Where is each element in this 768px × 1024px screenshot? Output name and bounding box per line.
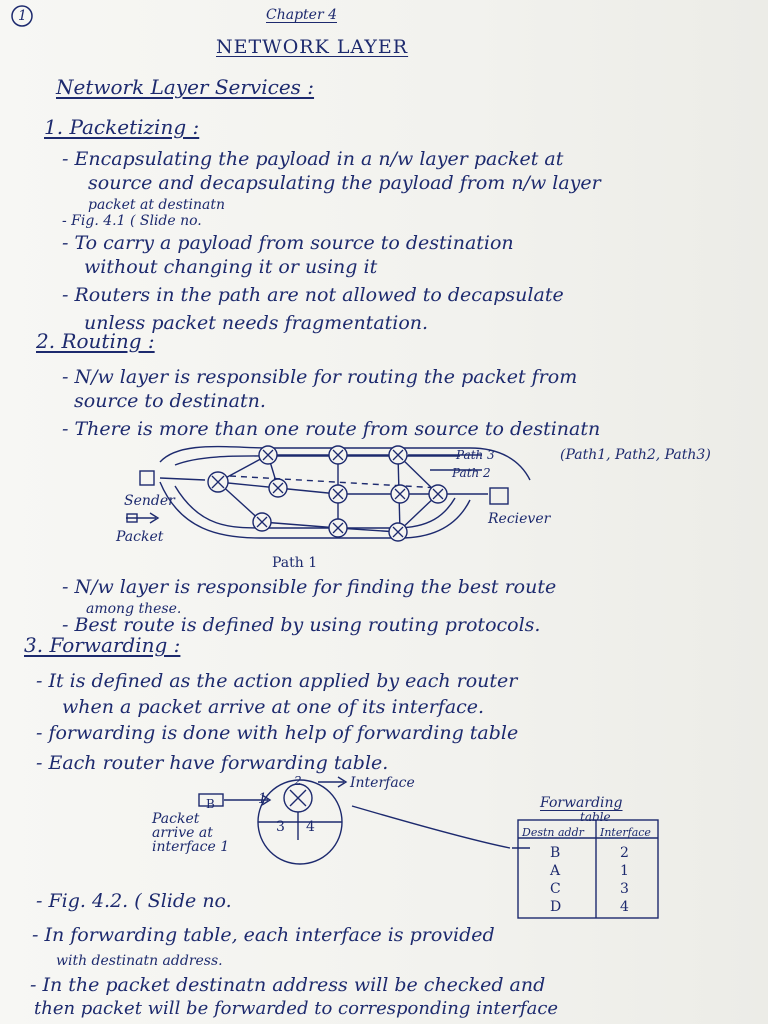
forwarding-heading: 3. Forwarding : xyxy=(24,633,181,657)
forwarding-after-3: with destinatn address. xyxy=(56,953,223,969)
forwarding-line-2: when a packet arrive at one of its inter… xyxy=(62,696,485,718)
packetizing-line-4: - Fig. 4.1 ( Slide no. xyxy=(62,213,202,229)
packetizing-heading: 1. Packetizing : xyxy=(44,115,200,139)
sender-label: Sender xyxy=(124,493,175,509)
packet-note-2: arrive at xyxy=(152,825,213,841)
packetizing-line-6: without changing it or using it xyxy=(84,256,378,278)
routing-line-2: source to destinatn. xyxy=(74,390,266,412)
packetizing-line-7: - Routers in the path are not allowed to… xyxy=(62,284,564,306)
routing-after-1: - N/w layer is responsible for finding t… xyxy=(62,576,557,598)
chapter-label: Chapter 4 xyxy=(266,7,337,23)
packet-note-1: Packet xyxy=(152,811,200,827)
packet-note-3: interface 1 xyxy=(152,839,230,855)
forwarding-after-1: - Fig. 4.2. ( Slide no. xyxy=(36,890,232,912)
page-number: 1 xyxy=(18,8,27,24)
table-row-3-dest: C xyxy=(550,881,561,897)
table-row-1-dest: B xyxy=(550,845,561,861)
packet-box-label: B xyxy=(206,797,215,811)
table-col-dest: Destn addr xyxy=(522,826,584,839)
forwarding-after-4: - In the packet destinatn address will b… xyxy=(30,974,546,996)
table-row-4-iface: 4 xyxy=(620,899,629,915)
routing-line-3: - There is more than one route from sour… xyxy=(62,418,601,440)
forwarding-after-2: - In forwarding table, each interface is… xyxy=(32,924,495,946)
forwarding-after-5: then packet will be forwarded to corresp… xyxy=(34,998,559,1019)
table-row-4-dest: D xyxy=(550,899,562,915)
port-2-label: 2 xyxy=(294,774,302,788)
table-row-3-iface: 3 xyxy=(620,881,629,897)
routing-line-1: - N/w layer is responsible for routing t… xyxy=(62,366,578,388)
path2-label: Path 2 xyxy=(452,466,491,480)
forwarding-line-1: - It is defined as the action applied by… xyxy=(36,670,518,692)
routing-heading: 2. Routing : xyxy=(36,329,155,353)
path1-label: Path 1 xyxy=(272,555,318,571)
interface-label: Interface xyxy=(350,775,415,791)
port-1-label: 1 xyxy=(258,791,267,807)
receiver-label: Reciever xyxy=(488,511,551,527)
table-row-2-iface: 1 xyxy=(620,863,629,879)
forwarding-line-4: - Each router have forwarding table. xyxy=(36,752,389,774)
table-title-1: Forwarding xyxy=(540,795,623,811)
packetizing-line-1: - Encapsulating the payload in a n/w lay… xyxy=(62,148,564,170)
port-3-label: 3 xyxy=(276,819,285,835)
packetizing-line-3: packet at destinatn xyxy=(88,197,225,213)
routing-after-2: among these. xyxy=(86,601,182,617)
forwarding-line-3: - forwarding is done with help of forwar… xyxy=(36,722,519,744)
table-row-2-dest: A xyxy=(550,863,561,879)
port-4-label: 4 xyxy=(306,819,315,835)
table-col-iface: Interface xyxy=(600,826,651,839)
routing-line-4: (Path1, Path2, Path3) xyxy=(560,447,711,463)
page-title: NETWORK LAYER xyxy=(216,36,409,58)
packetizing-line-5: - To carry a payload from source to dest… xyxy=(62,232,514,254)
page-number-circle xyxy=(11,5,33,27)
section-heading: Network Layer Services : xyxy=(56,75,315,99)
packetizing-line-8: unless packet needs fragmentation. xyxy=(84,312,429,334)
packetizing-line-2: source and decapsulating the payload fro… xyxy=(88,172,601,194)
table-row-1-iface: 2 xyxy=(620,845,629,861)
table-title-2: table xyxy=(580,810,611,824)
packet-label: Packet xyxy=(116,529,164,545)
routing-after-3: - Best route is defined by using routing… xyxy=(62,614,541,636)
path3-label: Path 3 xyxy=(456,448,495,462)
